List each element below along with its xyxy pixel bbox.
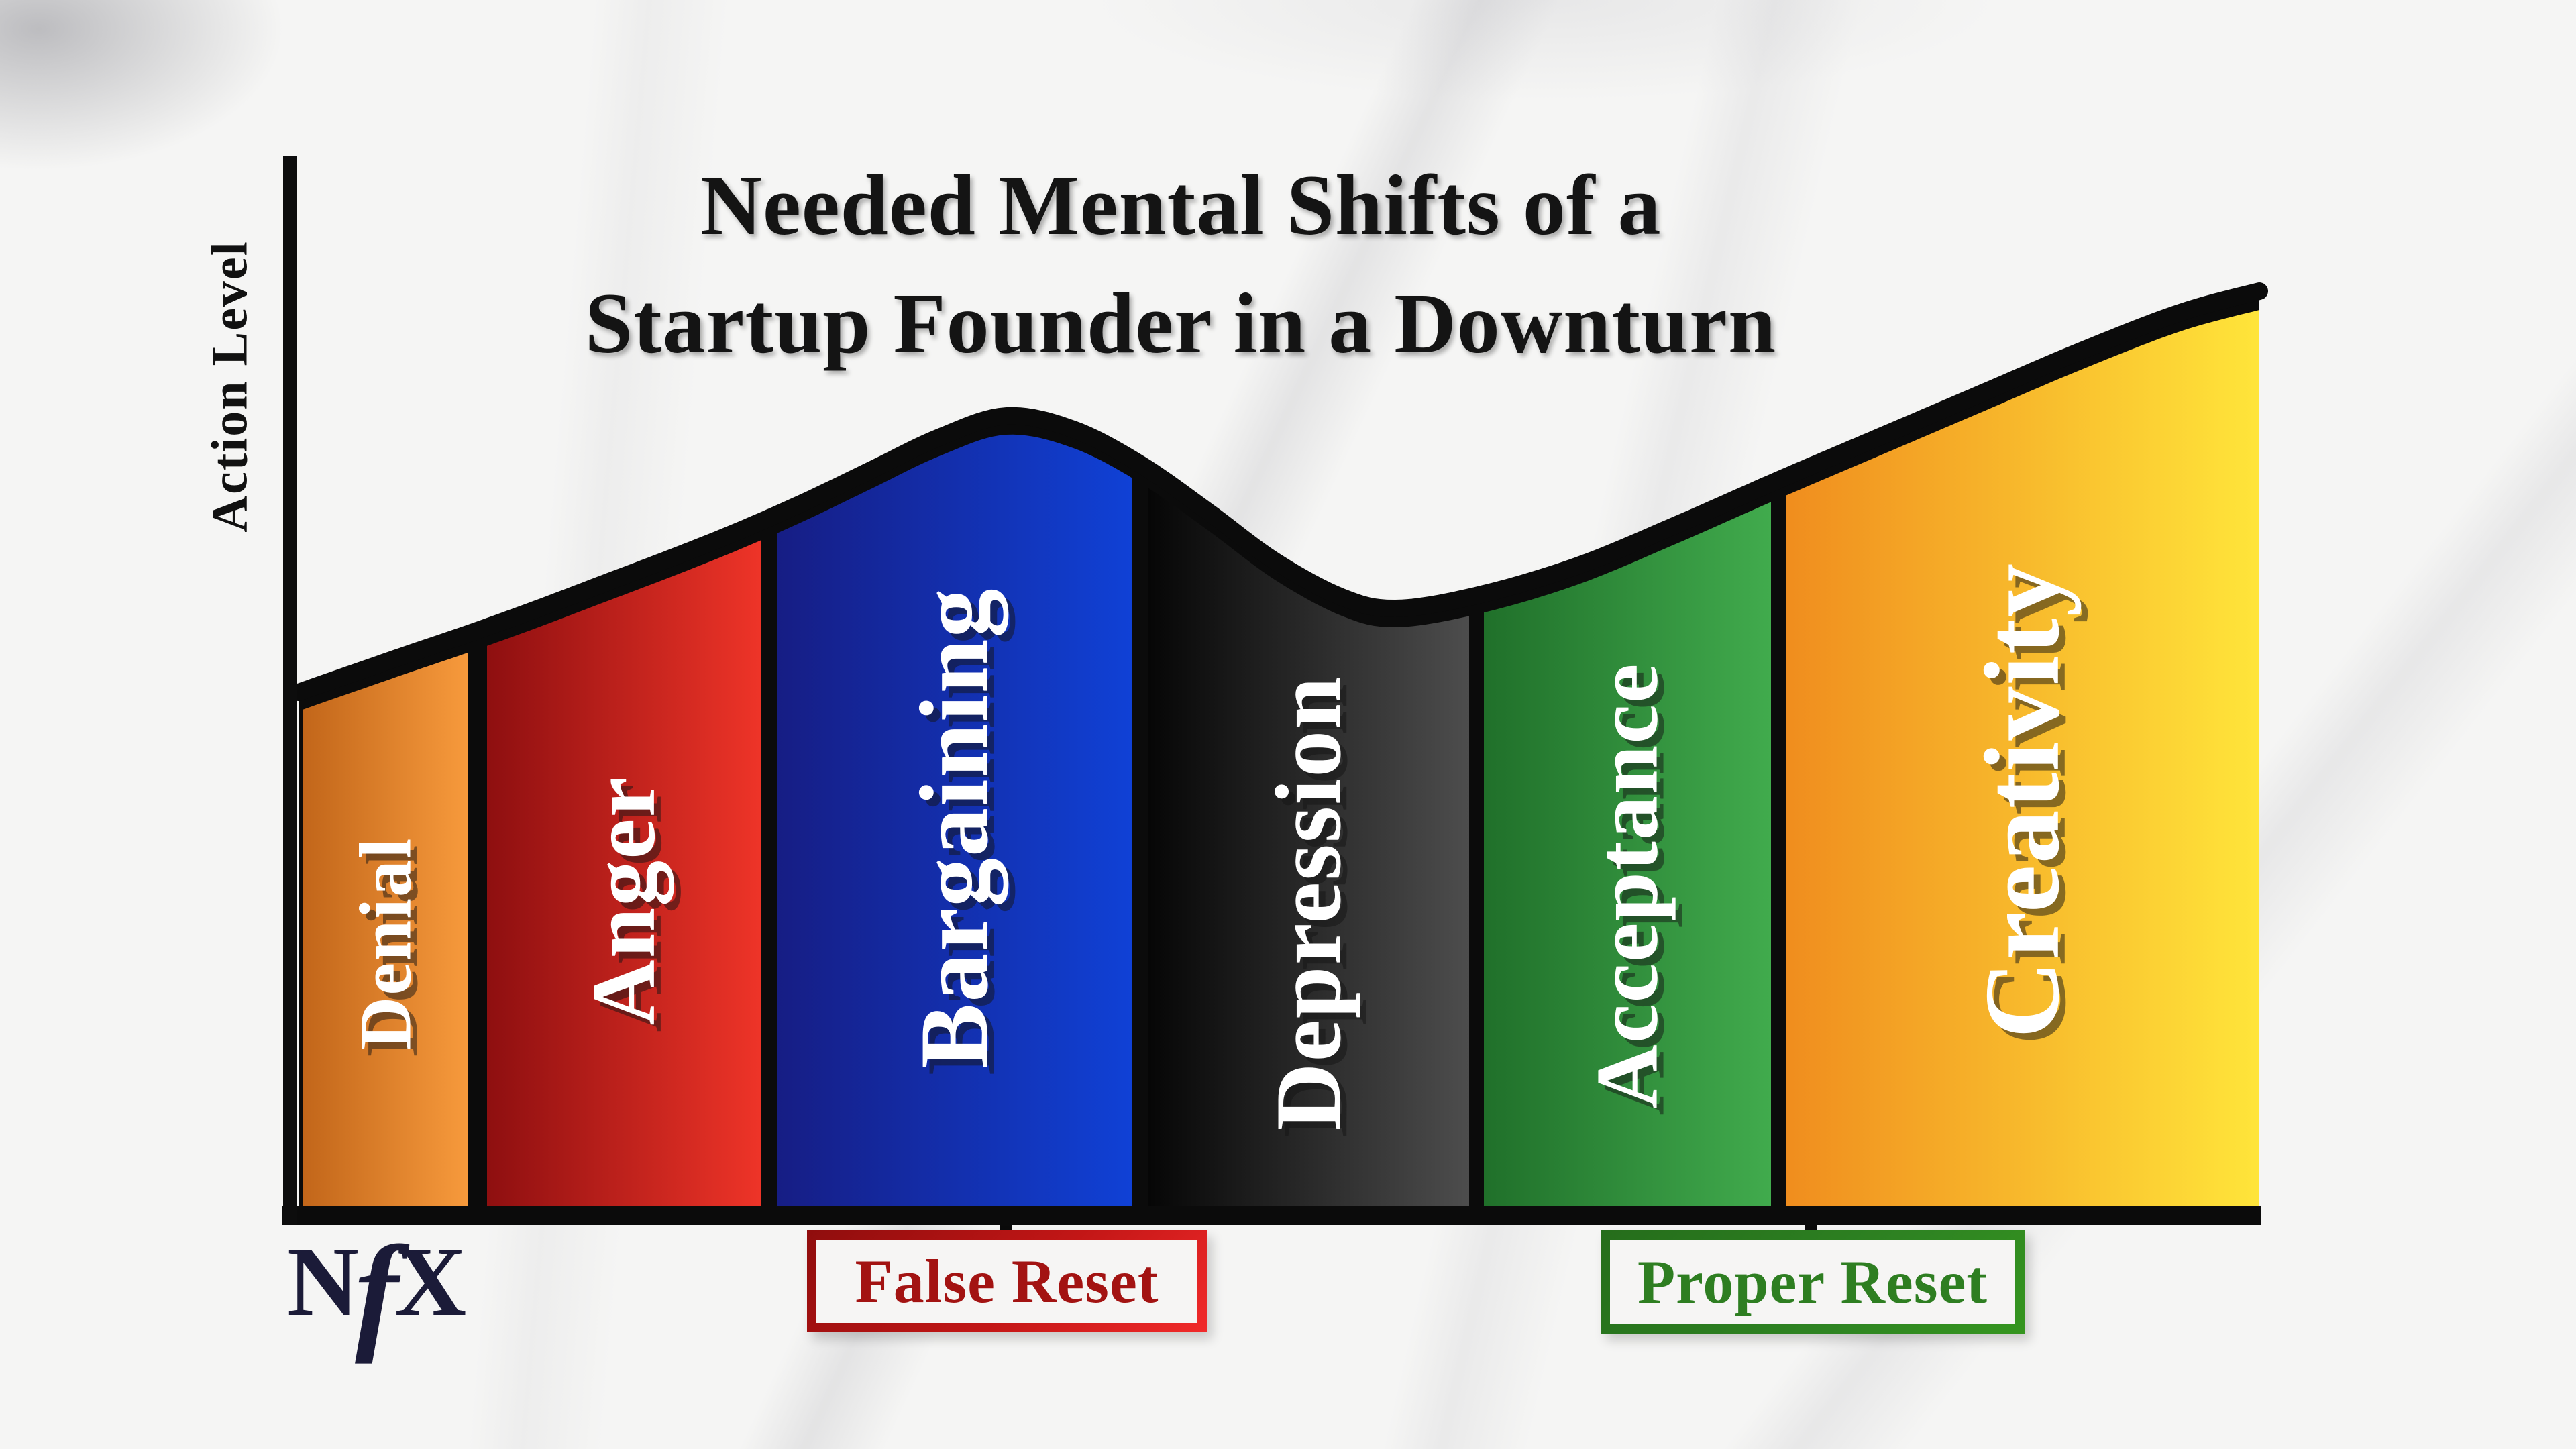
nfx-logo-f: f [355,1220,400,1365]
proper-reset-inner: Proper Reset [1610,1240,2015,1324]
y-axis-line [283,156,297,1225]
stage-label-shadow-depression: Depression [1263,682,1367,1138]
band-bargaining [777,434,1132,1213]
stage-label-shadow-denial: Denial [351,844,433,1057]
stage-label-shadow-bargaining: Bargaining [906,594,1015,1075]
stage-label-depression: Depression [1256,676,1360,1131]
stage-label-shadow-anger: Anger [580,782,681,1032]
chart-title: Needed Mental Shifts of a Startup Founde… [567,146,1794,382]
band-denial [303,652,468,1213]
stage-label-bargaining: Bargaining [900,587,1008,1069]
band-depression [1148,488,1469,1213]
nfx-logo-n: N [287,1227,360,1337]
chart-title-line1: Needed Mental Shifts of a [700,158,1662,253]
band-acceptance [1484,502,1771,1213]
chart-title-line2: Startup Founder in a Downturn [584,276,1777,371]
stage-label-shadow-creativity: Creativity [1969,569,2088,1045]
stage-label-acceptance: Acceptance [1578,662,1676,1108]
stage-label-shadow-acceptance: Acceptance [1585,669,1683,1115]
stage-label-denial: Denial [344,837,426,1051]
nfx-logo: NfX [287,1227,468,1358]
stage-label-creativity: Creativity [1962,562,2082,1038]
proper-reset-tick [1805,1206,1817,1237]
y-axis-label: Action Level [201,240,258,533]
x-axis-line [282,1206,2261,1225]
false-reset-label: False Reset [855,1247,1159,1316]
false-reset-tick [1000,1206,1012,1237]
proper-reset-label: Proper Reset [1637,1248,1988,1316]
band-creativity [1786,310,2259,1213]
band-anger [487,540,761,1213]
stage-label-anger: Anger [574,775,674,1026]
action-level-curve [290,282,2268,701]
false-reset-inner: False Reset [816,1240,1197,1323]
proper-reset-callout: Proper Reset [1601,1230,2025,1334]
false-reset-callout: False Reset [807,1230,1207,1332]
nfx-logo-x: X [394,1227,468,1337]
